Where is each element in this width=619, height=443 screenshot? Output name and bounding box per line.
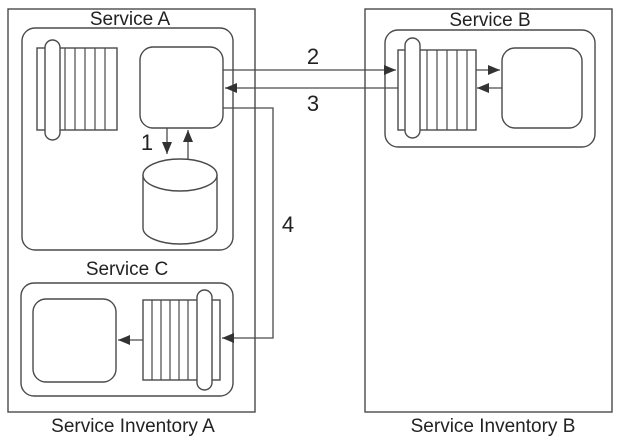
queue-spool (196, 289, 213, 391)
step-3-label: 3 (307, 91, 319, 116)
database-top (142, 158, 218, 192)
service-b-logic-icon (501, 47, 583, 129)
queue-stripes (64, 48, 106, 130)
arrow-4-service-a-to-service-c-queue (222, 107, 274, 343)
service-inventory-b-boundary (364, 8, 613, 413)
service-inventory-b-label: Service Inventory B (411, 416, 576, 437)
step-4-label: 4 (282, 212, 294, 237)
service-c-message-queue-icon (142, 289, 221, 391)
service-b-message-queue-icon (397, 37, 477, 139)
step-2-label: 2 (307, 44, 319, 69)
service-inventory-a-label: Service Inventory A (51, 416, 215, 437)
database-body (142, 175, 218, 245)
service-c-logic-icon (32, 298, 117, 383)
step-1-label: 1 (141, 130, 153, 155)
service-b-label: Service B (449, 10, 530, 31)
service-c-label: Service C (86, 259, 168, 280)
service-inventory-a-boundary (7, 8, 256, 413)
queue-spool (44, 39, 61, 141)
queue-stripes (151, 300, 189, 380)
service-a-message-queue-icon (36, 39, 118, 141)
database-icon (142, 158, 218, 245)
queue-spool (404, 37, 421, 139)
service-a-logic-icon (139, 46, 224, 129)
service-a-label: Service A (90, 9, 171, 30)
queue-stripes (426, 50, 468, 130)
